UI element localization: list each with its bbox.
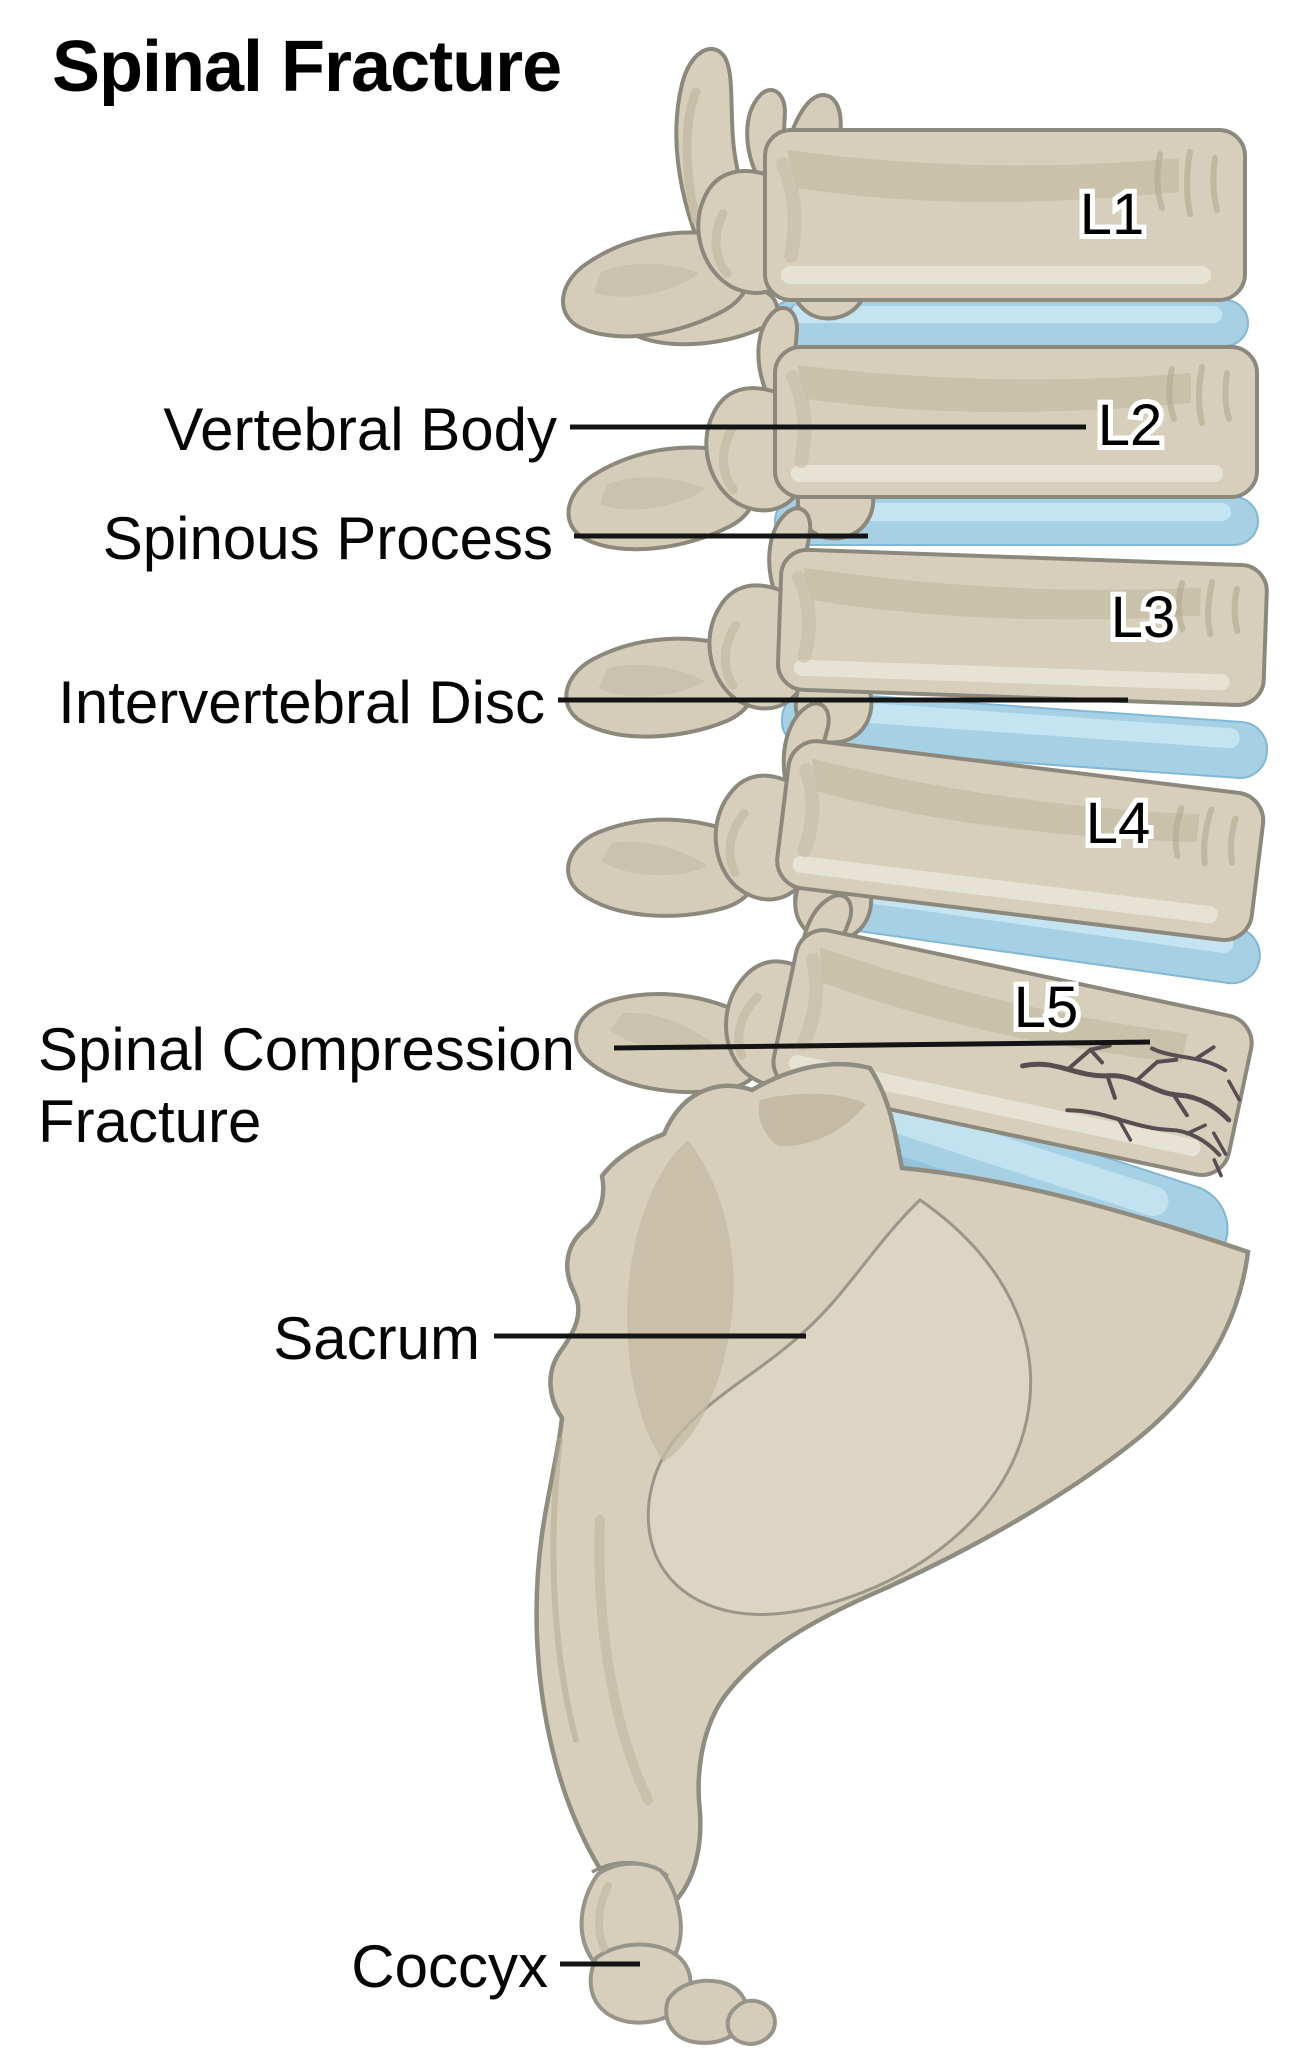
sacrum-bone [534,1061,1251,1907]
leader-spinal-compression-fracture [613,1039,1151,1051]
vertebra-label-l2: L2 [1098,393,1163,458]
label-spinal-compression-line2: Fracture [38,1088,262,1155]
label-sacrum: Sacrum [273,1305,480,1372]
label-spinal-compression-line1: Spinal Compression [38,1016,575,1083]
label-spinal-compression-fracture: Spinal Compression Fracture [38,1014,575,1158]
leader-lines [494,424,1151,1967]
coccyx-bone [579,1861,777,2047]
vertebra-label-l3: L3 [1111,585,1176,650]
vertebra-l5-body [771,928,1254,1178]
disc-l2-l3 [774,496,1259,546]
vertebra-label-l4: L4 [1086,791,1151,856]
vertebra-l2-body [773,345,1259,499]
sacrum-inner-curve [646,1198,1033,1616]
label-spinous-process: Spinous Process [102,505,553,572]
label-coccyx: Coccyx [351,1933,548,2000]
label-intervertebral-disc: Intervertebral Disc [58,669,545,736]
vertebral-bodies [763,128,1269,1178]
vertebra-l4-body [775,739,1266,942]
vertebra-label-l5: L5 [1014,975,1079,1040]
disc-l3-l4 [780,690,1268,779]
fracture-cracks [1020,1043,1241,1178]
vertebra-labels: L1 L2 L3 L4 L5 [1009,177,1181,1045]
vertebra-label-l1: L1 [1080,182,1145,247]
page-title: Spinal Fracture [52,27,562,107]
vertebra-l3-body [776,547,1269,707]
vertebra-l1-body [763,128,1247,302]
label-vertebral-body: Vertebral Body [163,396,557,463]
